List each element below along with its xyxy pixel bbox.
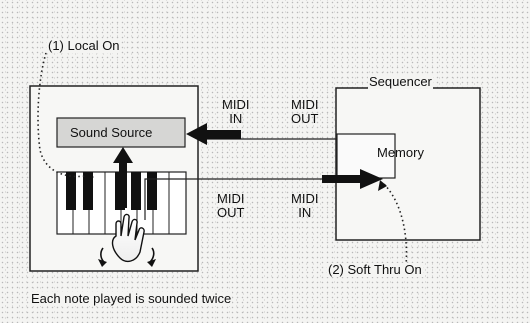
sequencer-midi-out-port: MIDI OUT — [291, 98, 318, 126]
sequencer-label: Sequencer — [368, 75, 433, 89]
keyboard-midi-out-port: MIDI OUT — [217, 192, 244, 220]
port-direction-text: OUT — [217, 206, 244, 220]
up-arrow-shaft — [119, 160, 127, 208]
caption-label: Each note played is sounded twice — [30, 292, 232, 306]
local-on-label: (1) Local On — [47, 39, 121, 53]
sequencer-midi-in-port: MIDI IN — [291, 192, 318, 220]
port-direction-text: OUT — [291, 112, 318, 126]
port-direction-text: IN — [222, 112, 249, 126]
port-midi-text: MIDI — [291, 98, 318, 112]
port-midi-text: MIDI — [217, 192, 244, 206]
port-direction-text: IN — [291, 206, 318, 220]
port-midi-text: MIDI — [291, 192, 318, 206]
midi-in-arrow-shaft — [205, 130, 241, 139]
port-midi-text: MIDI — [222, 98, 249, 112]
keyboard-midi-in-port: MIDI IN — [222, 98, 249, 126]
midi-out-arrow-shaft — [322, 175, 362, 183]
memory-label: Memory — [377, 146, 424, 160]
soft-thru-on-label: (2) Soft Thru On — [327, 263, 423, 277]
sound-source-label: Sound Source — [70, 126, 152, 140]
